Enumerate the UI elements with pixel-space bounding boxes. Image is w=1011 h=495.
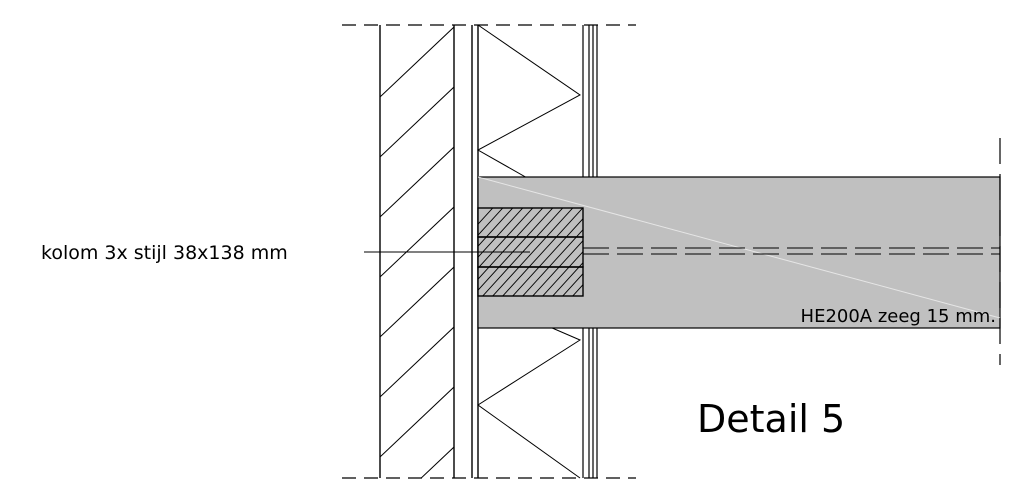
wall-hatching <box>380 26 454 478</box>
masonry-wall <box>379 25 455 478</box>
detail-title: Detail 5 <box>697 397 845 441</box>
column-label: kolom 3x stijl 38x138 mm <box>41 242 288 264</box>
stud-hatching <box>478 208 583 296</box>
beam-label: HE200A zeeg 15 mm. <box>801 306 996 327</box>
